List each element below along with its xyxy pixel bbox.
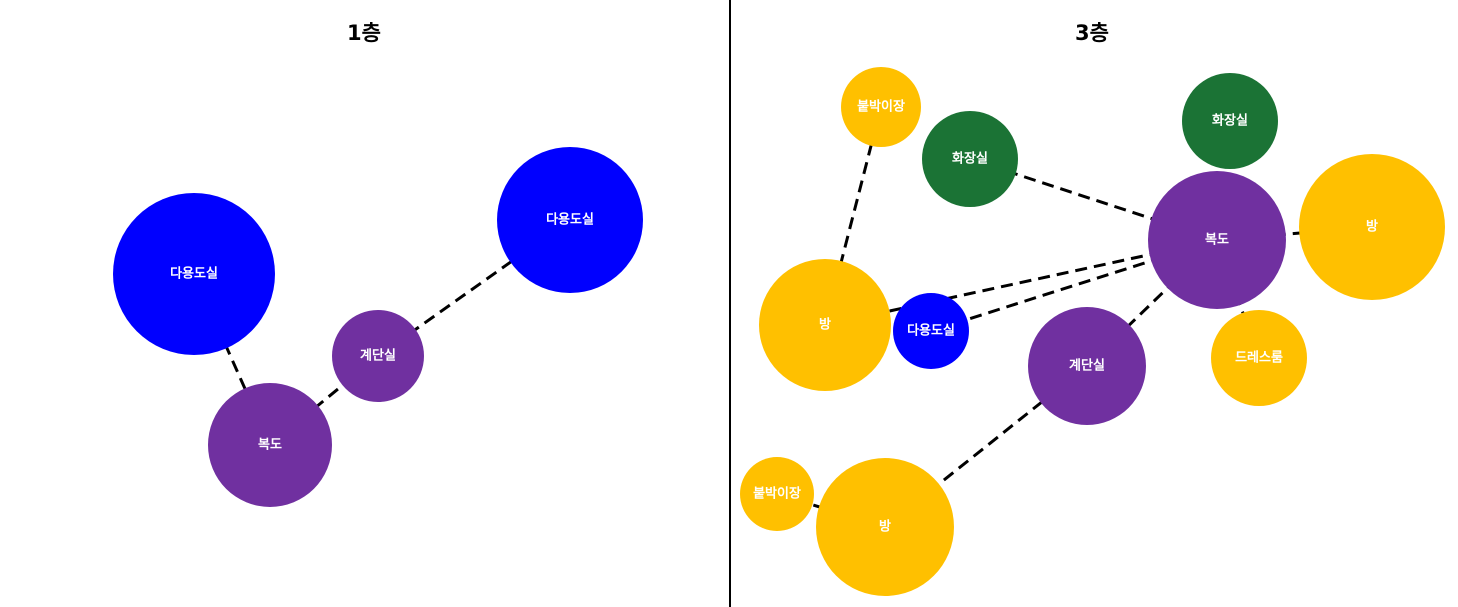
room-node-p3-hall: 복도 [1148, 171, 1286, 309]
room-node-p1-multi-b: 다용도실 [497, 147, 643, 293]
room-node-p3-room-a: 방 [1299, 154, 1445, 300]
room-label: 드레스룸 [1235, 350, 1283, 366]
room-label: 붙박이장 [753, 486, 801, 502]
connection-p3-hall-p3-multi [930, 238, 1218, 333]
room-bubble [893, 293, 969, 369]
room-bubble [816, 458, 954, 596]
room-label: 계단실 [1069, 358, 1105, 374]
room-node-p3-closet-b: 붙박이장 [740, 457, 814, 531]
room-label: 다용도실 [546, 212, 594, 228]
room-node-p3-room-b: 방 [759, 259, 891, 391]
room-bubble [1028, 307, 1146, 425]
room-bubble [1148, 171, 1286, 309]
room-bubble [759, 259, 891, 391]
room-bubble [497, 147, 643, 293]
room-bubble [1299, 154, 1445, 300]
room-bubble [740, 457, 814, 531]
room-bubble [841, 67, 921, 147]
room-label: 다용도실 [170, 266, 218, 282]
room-bubble [208, 383, 332, 507]
floor-1-title: 1층 [347, 21, 381, 45]
room-node-p3-stair: 계단실 [1028, 307, 1146, 425]
room-node-p3-closet-a: 붙박이장 [841, 67, 921, 147]
room-node-p3-multi: 다용도실 [893, 293, 969, 369]
room-node-p3-room-c: 방 [816, 458, 954, 596]
room-label: 방 [819, 317, 831, 333]
floor-3-title: 3층 [1075, 21, 1109, 45]
room-label: 방 [1366, 219, 1378, 235]
room-label: 계단실 [360, 348, 396, 364]
room-bubble [922, 111, 1018, 207]
room-label: 화장실 [952, 151, 988, 167]
room-bubble [113, 193, 275, 355]
room-node-p3-bath-b: 화장실 [1182, 73, 1278, 169]
room-node-p1-multi-a: 다용도실 [113, 193, 275, 355]
room-bubble [1182, 73, 1278, 169]
room-node-p1-hall: 복도 [208, 383, 332, 507]
room-label: 다용도실 [907, 323, 955, 339]
room-label: 붙박이장 [857, 99, 905, 115]
room-label: 방 [879, 519, 891, 535]
room-node-p3-dress: 드레스룸 [1211, 310, 1307, 406]
room-bubble [332, 310, 424, 402]
room-label: 화장실 [1212, 113, 1248, 129]
room-label: 복도 [258, 438, 282, 453]
room-node-p3-bath-a: 화장실 [922, 111, 1018, 207]
room-bubble [1211, 310, 1307, 406]
room-node-p1-stair: 계단실 [332, 310, 424, 402]
room-label: 복도 [1205, 233, 1229, 248]
